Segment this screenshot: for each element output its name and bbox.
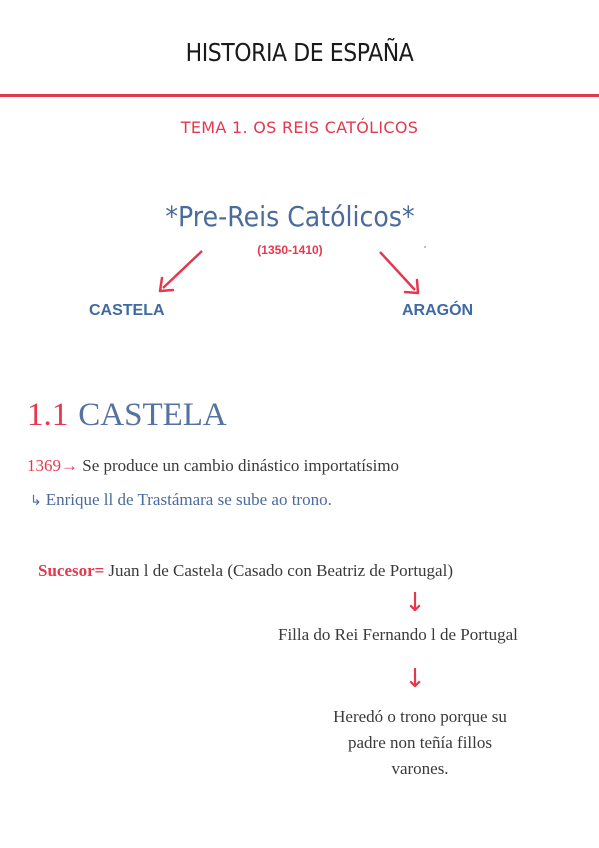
branch-castela: CASTELA bbox=[89, 302, 165, 319]
diagram-title: *Pre-Reis Católicos* bbox=[165, 200, 415, 233]
right-branch-arrow bbox=[379, 251, 420, 295]
stray-dot bbox=[424, 246, 426, 248]
successor-text: Juan l de Castela (Casado con Beatriz de… bbox=[108, 561, 453, 580]
note-line: Heredó o trono porque su bbox=[333, 707, 507, 726]
event-detail-line: ↳Enrique ll de Trastámara se sube ao tro… bbox=[30, 490, 332, 510]
note-line: padre non teñía fillos bbox=[348, 733, 492, 752]
left-branch-arrow bbox=[158, 250, 203, 293]
event-text: Se produce un cambio dinástico importatí… bbox=[78, 456, 400, 475]
down-arrow-icon: ↓ bbox=[404, 664, 426, 694]
successor-label: Sucesor= bbox=[38, 561, 105, 580]
section-title: CASTELA bbox=[78, 397, 227, 433]
successor-note-1: Filla do Rei Fernando l de Portugal bbox=[278, 625, 518, 644]
down-arrow-icon: ↓ bbox=[404, 588, 426, 618]
event-line: 1369→ Se produce un cambio dinástico imp… bbox=[27, 456, 399, 476]
page-title: HISTORIA DE ESPAÑA bbox=[185, 38, 414, 67]
topic-heading: TEMA 1. OS REIS CATÓLICOS bbox=[180, 118, 419, 137]
successor-note-2: Heredó o trono porque su padre non teñía… bbox=[290, 704, 550, 782]
event-detail: Enrique ll de Trastámara se sube ao tron… bbox=[45, 490, 332, 509]
diagram-dates: (1350-1410) bbox=[257, 243, 323, 257]
hook-arrow-icon: ↳ bbox=[30, 493, 42, 509]
branch-aragon: ARAGÓN bbox=[402, 302, 474, 319]
note-line: varones. bbox=[391, 759, 449, 778]
successor-line: Sucesor=Juan l de Castela (Casado con Be… bbox=[38, 561, 453, 581]
event-year: 1369→ bbox=[27, 456, 78, 475]
header-divider bbox=[0, 94, 599, 97]
section-number: 1.1 bbox=[27, 397, 69, 433]
